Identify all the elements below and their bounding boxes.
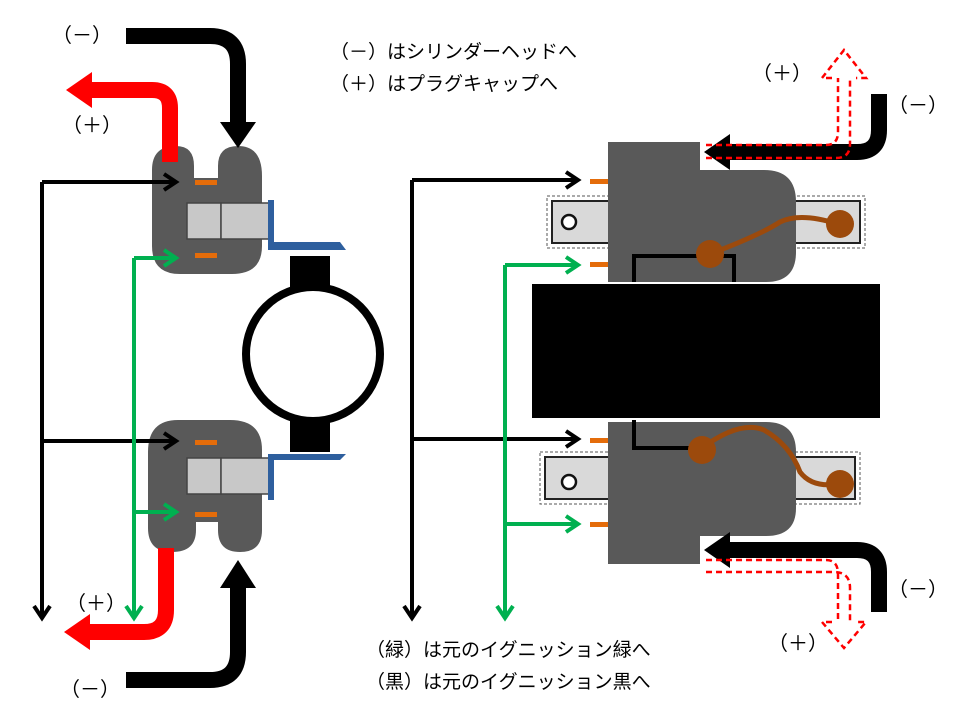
label-lower-plug-side: （＋） (768, 631, 828, 655)
note-ground-destination: （－）はシリンダーヘッドへ (330, 41, 577, 63)
upper-ignition-module (152, 146, 346, 274)
label-lower-ground: （－） (60, 677, 120, 701)
label-lower-plug: （＋） (66, 591, 126, 615)
upper-plug-lead (66, 72, 178, 162)
label-upper-plug-side: （＋） (752, 61, 812, 85)
note-plug-destination: （＋）はプラグキャップへ (330, 73, 558, 95)
right-black-signal-wire (402, 170, 582, 622)
label-upper-ground-side: （－） (888, 93, 948, 117)
flywheel (242, 256, 384, 452)
right-green-signal-wire (495, 255, 582, 622)
coil-core (532, 284, 880, 418)
right-diagram: （＋） （－） （－） （＋） (402, 47, 948, 655)
note-black-destination: （黒）は元のイグニッション黒へ (366, 671, 651, 693)
lower-ground-lead-side (704, 532, 887, 612)
upper-ignition-module-side (590, 142, 854, 282)
label-upper-plug: （＋） (62, 113, 122, 137)
left-green-signal-wire (124, 248, 180, 622)
lower-ignition-module-side (590, 420, 854, 564)
label-lower-ground-side: （－） (888, 577, 948, 601)
note-green-destination: （緑）は元のイグニッション緑へ (366, 639, 651, 661)
left-black-signal-wire (32, 172, 180, 622)
lower-plug-lead-side (706, 558, 869, 650)
lower-ignition-module (148, 420, 346, 552)
label-upper-ground: （－） (52, 23, 112, 47)
upper-plug-lead-side (706, 47, 869, 160)
lower-plug-lead (64, 548, 174, 650)
lower-ground-lead (126, 560, 256, 688)
upper-ground-lead-side (704, 94, 887, 170)
upper-ground-lead (126, 28, 256, 148)
left-diagram: （－） （＋） （＋） （－） (32, 23, 384, 701)
